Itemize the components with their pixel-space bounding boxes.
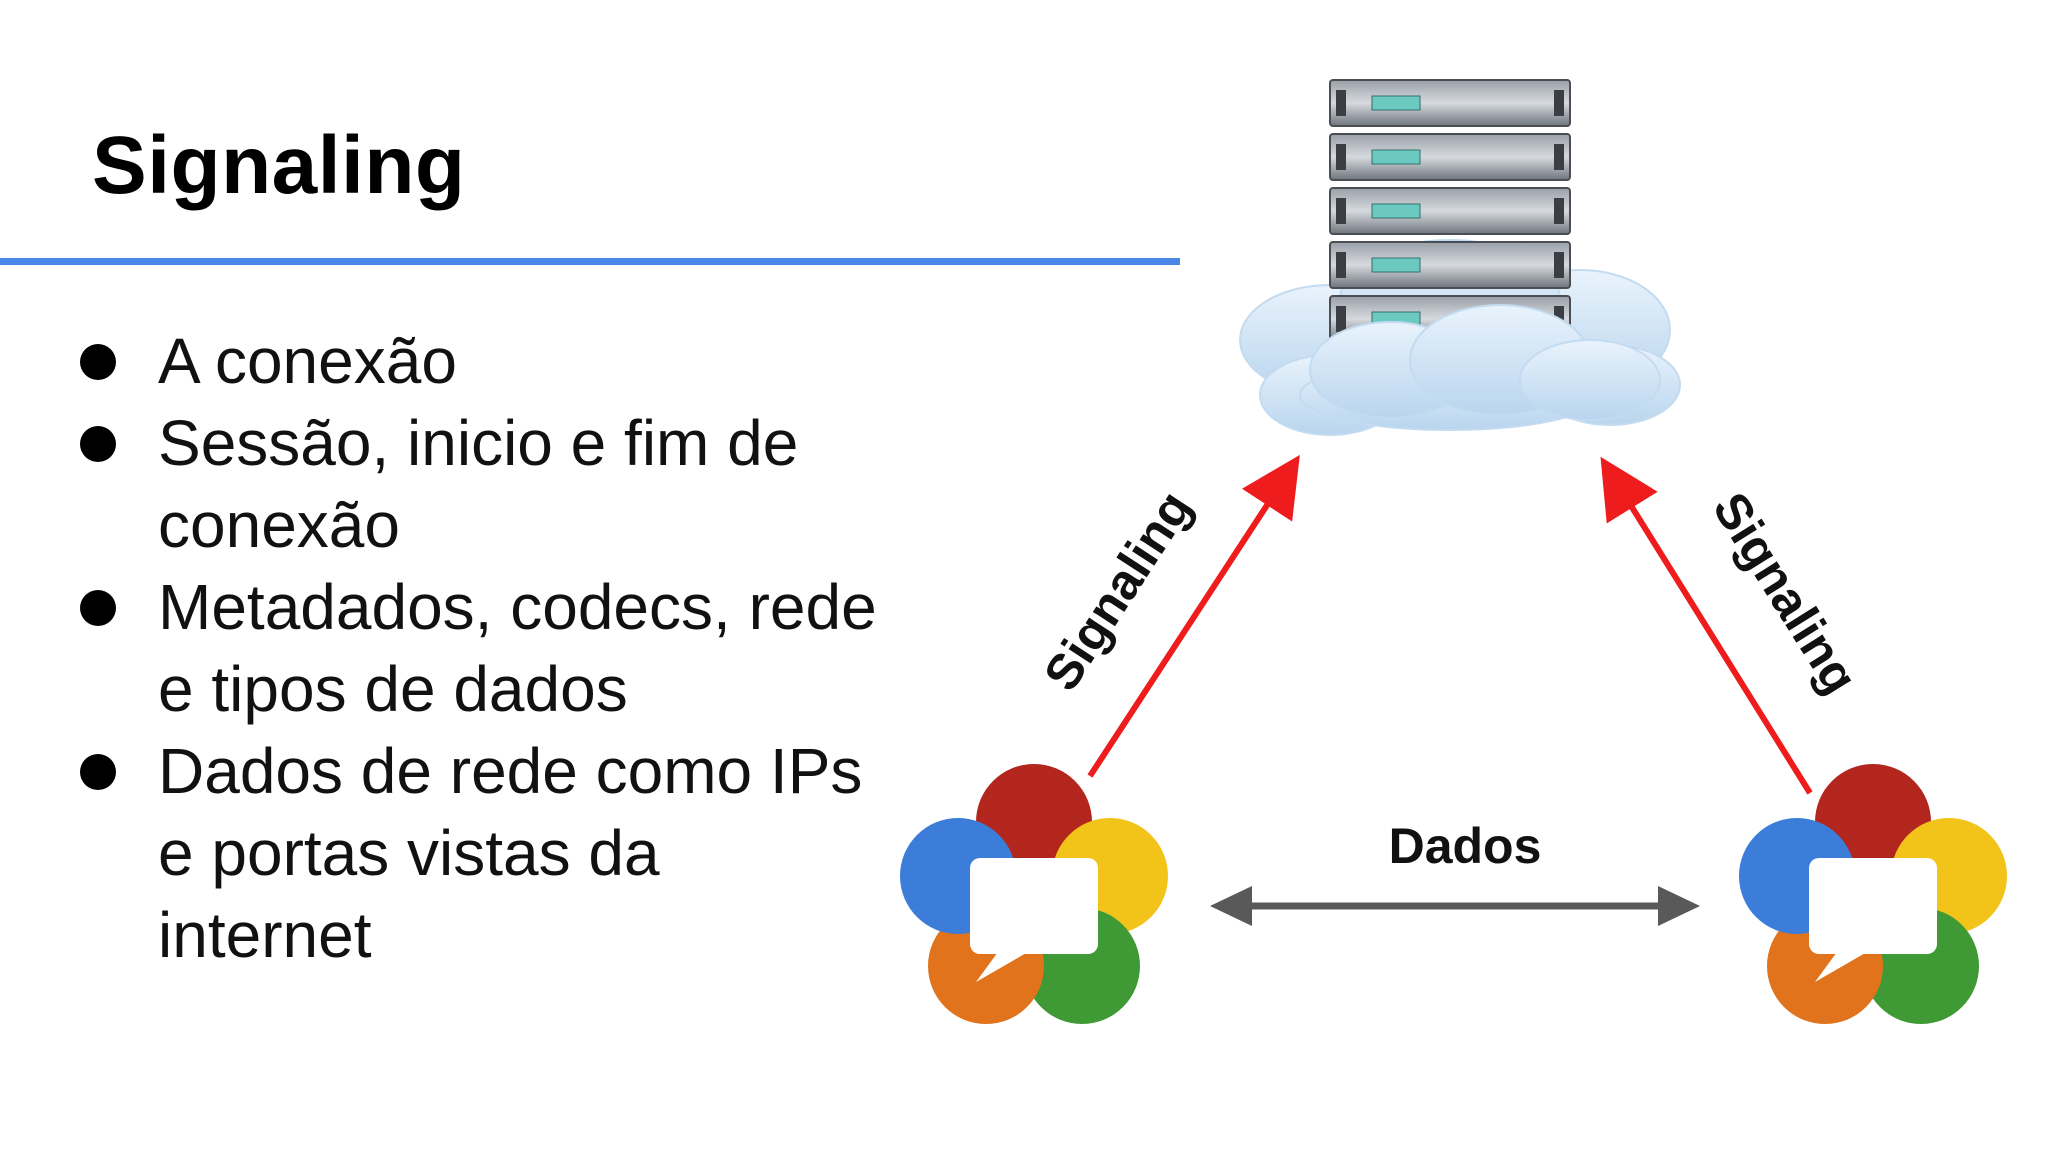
- left-signaling-label: Signaling: [1033, 481, 1203, 700]
- bullet-text: Sessão, inicio e fim de conexão: [158, 407, 799, 561]
- bullet-dot-icon: [80, 590, 116, 626]
- bullet-item: Sessão, inicio e fim de conexão: [70, 402, 890, 566]
- right-signaling-arrow: [1600, 456, 1813, 795]
- webrtc-logo-icon: [900, 764, 1168, 1024]
- bullet-text: Dados de rede como IPs e portas vistas d…: [158, 735, 863, 971]
- bullet-text: A conexão: [158, 325, 457, 397]
- data-arrow: [1210, 886, 1700, 926]
- bullet-dot-icon: [80, 754, 116, 790]
- bullet-text: Metadados, codecs, rede e tipos de dados: [158, 571, 877, 725]
- bullet-dot-icon: [80, 426, 116, 462]
- data-arrow-label: Dados: [1389, 818, 1542, 874]
- bullet-item: Metadados, codecs, rede e tipos de dados: [70, 566, 890, 730]
- cloud-front: [1299, 304, 1661, 431]
- server-rack: [1329, 79, 1571, 343]
- bullet-list: A conexão Sessão, inicio e fim de conexã…: [70, 320, 890, 976]
- webrtc-logo-icon: [1739, 764, 2007, 1024]
- server-rack-cloud-icon: [1239, 79, 1681, 436]
- slide-title: Signaling: [92, 120, 466, 211]
- bullet-item: A conexão: [70, 320, 890, 402]
- bullet-dot-icon: [80, 344, 116, 380]
- bullet-item: Dados de rede como IPs e portas vistas d…: [70, 730, 890, 976]
- right-signaling-label: Signaling: [1702, 483, 1869, 703]
- left-signaling-arrow: [1087, 454, 1300, 778]
- title-underline: [0, 258, 1180, 265]
